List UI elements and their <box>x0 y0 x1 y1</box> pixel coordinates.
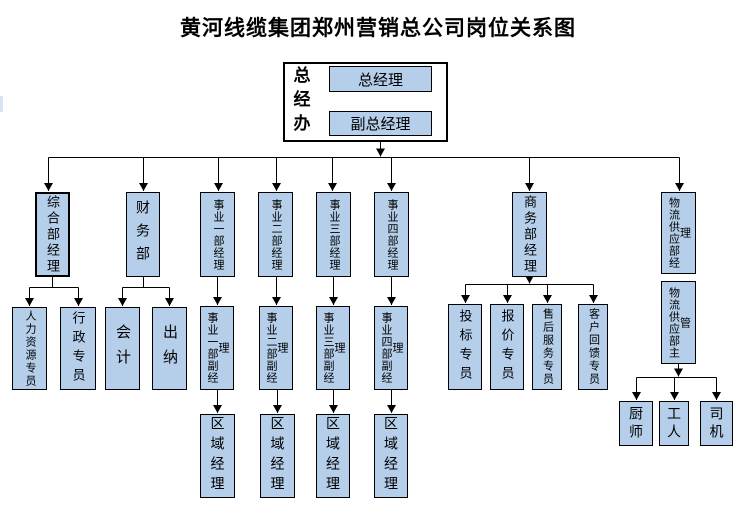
node-label: 售后服务专员 <box>541 308 554 386</box>
node-worker: 工人 <box>659 401 689 446</box>
node-label: 事业四部副经理 <box>380 312 403 384</box>
node-accountant: 会计 <box>105 307 140 390</box>
node-after-sales-service-specialist: 售后服务专员 <box>532 304 562 390</box>
node-label: 物流供应部主管 <box>667 286 691 359</box>
node-label: 物流供应部经理 <box>667 197 691 269</box>
node-label: 区域经理 <box>383 416 399 496</box>
node-label: 财务部 <box>135 200 151 269</box>
node-business-dept-2-manager: 事业二部经理 <box>258 192 293 277</box>
node-label: 工人 <box>666 405 682 442</box>
node-business-dept-1-deputy-manager: 事业一部副经理 <box>200 306 234 390</box>
node-label: 区域经理 <box>209 416 226 496</box>
node-business-dept-2-deputy-manager: 事业二部副经理 <box>259 306 293 390</box>
node-label: 投标专员 <box>457 309 473 385</box>
node-logistics-supply-dept-supervisor: 物流供应部主管 <box>661 281 696 364</box>
node-label: 客户回馈专员 <box>587 308 600 386</box>
node-regional-manager-1: 区域经理 <box>200 414 235 498</box>
node-admin-specialist: 行政专员 <box>60 307 96 390</box>
node-cashier: 出纳 <box>152 307 187 390</box>
node-driver: 司机 <box>700 401 733 446</box>
node-label: 行政专员 <box>70 310 86 387</box>
chart-title: 黄河线缆集团郑州营销总公司岗位关系图 <box>180 17 576 40</box>
node-label: 事业一部经理 <box>212 198 224 271</box>
node-regional-manager-3: 区域经理 <box>316 414 350 498</box>
node-quotation-specialist: 报价专员 <box>490 304 524 390</box>
node-label: 事业四部经理 <box>386 198 398 271</box>
node-deputy-general-manager: 副总经理 <box>329 111 432 136</box>
node-label: 报价专员 <box>499 309 515 385</box>
executive-office-group-label: 总经办 <box>286 64 314 140</box>
node-business-dept-3-deputy-manager: 事业三部副经理 <box>316 306 350 390</box>
node-label: 副总经理 <box>350 116 411 133</box>
node-label: 商务部经理 <box>522 194 537 275</box>
node-label: 人力资源专员 <box>24 309 36 388</box>
node-business-dept-3-manager: 事业三部经理 <box>316 192 351 277</box>
node-general-office-manager: 综合部经理 <box>35 192 70 277</box>
scan-edge-artifact <box>0 96 3 112</box>
node-label: 事业二部经理 <box>270 198 282 271</box>
node-label: 会计 <box>114 323 131 374</box>
group-label-text: 总经办 <box>290 66 310 138</box>
node-regional-manager-4: 区域经理 <box>374 414 408 498</box>
node-hr-specialist: 人力资源专员 <box>12 307 47 390</box>
node-logistics-supply-dept-manager: 物流供应部经理 <box>661 192 696 274</box>
node-regional-manager-2: 区域经理 <box>260 414 295 498</box>
node-label: 厨师 <box>628 405 644 442</box>
node-label: 事业一部副经理 <box>206 312 229 384</box>
node-bidding-specialist: 投标专员 <box>448 304 482 390</box>
node-label: 司机 <box>708 405 725 442</box>
node-label: 出纳 <box>161 323 178 374</box>
node-cook: 厨师 <box>619 401 653 446</box>
node-customer-feedback-specialist: 客户回馈专员 <box>578 304 608 390</box>
node-finance-dept: 财务部 <box>126 192 160 277</box>
node-general-manager: 总经理 <box>329 66 432 92</box>
node-label: 区域经理 <box>269 416 286 496</box>
node-label: 事业二部副经理 <box>265 312 288 384</box>
node-label: 区域经理 <box>325 416 341 496</box>
node-label: 事业三部经理 <box>328 198 340 271</box>
node-business-dept-1-manager: 事业一部经理 <box>200 192 235 277</box>
node-label: 总经理 <box>357 71 403 89</box>
node-commerce-dept-manager: 商务部经理 <box>512 192 547 277</box>
node-business-dept-4-manager: 事业四部经理 <box>374 192 409 277</box>
node-label: 事业三部副经理 <box>322 312 345 384</box>
node-business-dept-4-deputy-manager: 事业四部副经理 <box>374 306 408 390</box>
node-label: 综合部经理 <box>45 194 60 275</box>
